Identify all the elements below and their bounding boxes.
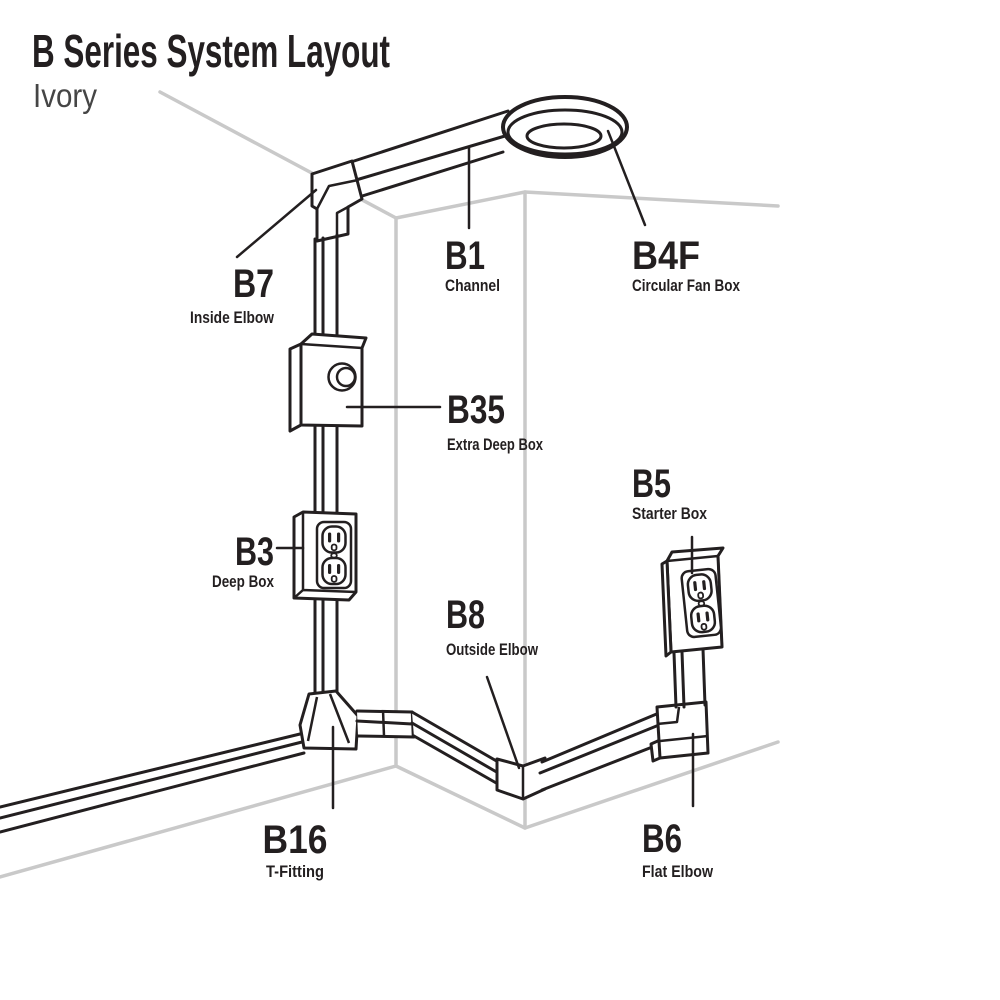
label-deep-box: B3 Deep Box [212,530,274,591]
fan-box-rim [506,108,624,156]
ceiling-channel-ridge [354,134,507,182]
callout-outside-elbow [485,675,521,770]
part-code: B7 [233,262,274,306]
callout-inside-elbow [235,188,318,259]
deep-box-outlet [315,520,353,590]
baseboard-right-face [542,713,660,790]
room-floor-line [0,740,780,879]
wall-channel-middle [313,424,339,517]
raceway-assembly [0,95,725,834]
part-description: Inside Elbow [190,308,275,327]
callout-circular-fan-box [606,129,647,227]
part-code: B16 [263,818,328,862]
part-code: B35 [447,388,505,432]
part-description: Circular Fan Box [632,276,740,295]
extra-deep-box-top-edge [300,342,363,350]
circular-fan-box [501,95,629,159]
baseboard-left-bottom-edge [0,751,306,834]
label-t-fitting: B16 T-Fitting [263,818,328,881]
part-code: B8 [446,593,485,637]
baseboard-middle-edges [410,710,502,786]
room-lines [0,90,780,879]
inside-elbow-seam [335,205,349,239]
callout-lines [235,129,695,810]
starter-box-side [660,559,673,658]
extra-deep-box [288,332,368,433]
label-circular-fan-box: B4F Circular Fan Box [632,234,740,295]
extra-deep-box-side [288,342,303,433]
flat-elbow-seam [659,734,709,743]
riser-channel-edges [672,647,707,709]
baseboard-left-top-edge [0,732,302,809]
label-outside-elbow: B8 Outside Elbow [446,593,539,659]
baseboard-channel-corner [355,709,416,739]
part-labels: B7 Inside Elbow B1 Channel B4F Circular … [190,234,740,881]
wall-channel-upper [313,233,339,338]
title-block: B Series System Layout Ivory [32,25,390,114]
deep-box-edges [293,512,357,599]
label-starter-box: B5 Starter Box [632,462,707,523]
flat-elbow-body [655,700,710,760]
flat-elbow-inner-corner [656,706,681,726]
part-description: Extra Deep Box [447,435,543,454]
extra-deep-box-knockout-inner [335,366,357,388]
part-code: B5 [632,462,671,506]
ceiling-channel-top-edge [349,109,510,164]
flat-elbow [649,700,710,763]
baseboard-left-face [0,734,304,832]
fan-box-hole [525,122,603,150]
part-description: Starter Box [632,504,707,523]
part-code: B6 [642,817,682,861]
inside-elbow-inner-bend [315,178,359,210]
part-code: B3 [235,530,274,574]
starter-box [660,546,725,658]
outside-elbow-body [495,756,547,801]
baseboard-right-edges [538,711,662,792]
inside-elbow [310,159,364,243]
baseboard-channel-left [0,732,306,834]
page-subtitle-color: Ivory [33,77,97,114]
part-description: T-Fitting [266,862,324,881]
t-fitting [298,689,360,751]
ceiling-channel-bottom-edge [357,150,505,199]
baseboard-left-ridge [0,740,304,820]
label-flat-elbow: B6 Flat Elbow [642,817,714,881]
ceiling-channel [349,109,510,199]
part-code: B1 [445,234,485,278]
baseboard-channel-right [538,711,662,792]
wall-channel [313,233,339,696]
part-description: Flat Elbow [642,862,714,881]
page-title: B Series System Layout [32,25,390,77]
starter-box-outlet [679,567,723,639]
baseboard-channel-middle [410,710,502,786]
label-channel: B1 Channel [445,234,500,295]
wall-channel-lower [313,597,339,696]
label-inside-elbow: B7 Inside Elbow [190,262,275,327]
part-code: B4F [632,234,700,278]
deep-box [292,510,358,602]
part-description: Channel [445,276,500,295]
riser-channel [672,647,707,709]
t-fitting-flare-lines [306,693,351,744]
room-ceiling-line [158,90,780,220]
part-description: Outside Elbow [446,640,539,659]
part-description: Deep Box [212,572,274,591]
label-extra-deep-box: B35 Extra Deep Box [447,388,543,454]
outside-elbow [495,756,547,801]
